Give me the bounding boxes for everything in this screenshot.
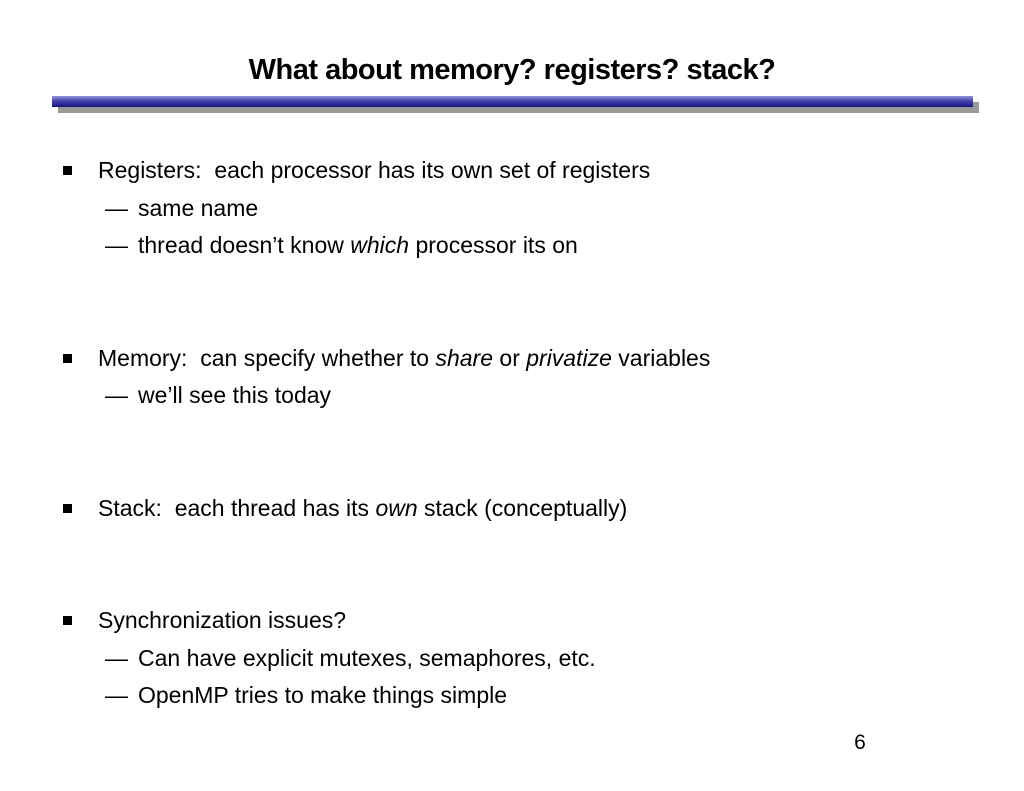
text-segment: Stack: each thread has its <box>98 494 376 521</box>
title-divider-bar <box>52 96 973 107</box>
sub-bullet-item: — same name <box>62 190 974 228</box>
text-segment: we’ll see this today <box>138 382 332 408</box>
emphasized-text: privatize <box>526 344 612 371</box>
bullet-square-icon <box>63 616 72 625</box>
sub-bullet-item: — OpenMP tries to make things simple <box>62 677 974 715</box>
bullet-item: Registers: each processor has its own se… <box>62 152 974 190</box>
sub-bullet-item: — thread doesn’t know which processor its… <box>62 227 974 265</box>
slide-title: What about memory? registers? stack? <box>248 54 776 86</box>
sub-bullet-item: — we’ll see this today <box>62 377 974 415</box>
bullet-item: Synchronization issues? <box>62 602 974 640</box>
bullet-group: Synchronization issues? — Can have explici… <box>62 602 974 715</box>
dash-icon: — <box>105 382 128 408</box>
text-segment: same name <box>138 194 259 221</box>
text-segment: thread doesn’t know <box>138 232 351 258</box>
text-segment: variables <box>611 344 711 371</box>
bullet-item: Memory: can specify whether to share or … <box>62 340 974 378</box>
emphasized-text: which <box>350 232 410 258</box>
dash-icon: — <box>105 232 128 258</box>
emphasized-text: own <box>375 494 418 521</box>
text-segment: OpenMP tries to make things simple <box>138 682 508 708</box>
bullet-group: Registers: each processor has its own se… <box>62 152 974 265</box>
bullet-item: Stack: each thread has its own stack (co… <box>62 490 974 528</box>
text-segment: Memory: can specify whether to <box>98 344 436 371</box>
text-segment: processor its on <box>409 232 578 258</box>
bullet-square-icon <box>63 353 72 363</box>
text-segment: Registers: each processor has its own se… <box>98 157 651 183</box>
text-segment: Can have explicit mutexes, semaphores, e… <box>138 644 596 671</box>
text-segment: Synchronization issues? <box>98 607 347 633</box>
bullet-group: Stack: each thread has its own stack (co… <box>62 490 974 528</box>
dash-icon: — <box>105 194 128 221</box>
sub-bullet-item: — Can have explicit mutexes, semaphores, … <box>62 640 974 678</box>
text-segment: stack (conceptually) <box>417 494 628 521</box>
bullet-group: Memory: can specify whether to share or … <box>62 340 974 415</box>
bullet-square-icon <box>63 166 72 175</box>
text-segment: or <box>493 344 527 371</box>
dash-icon: — <box>105 644 128 671</box>
bullet-list: Registers: each processor has its own se… <box>62 152 974 715</box>
dash-icon: — <box>105 682 128 708</box>
emphasized-text: share <box>435 344 494 371</box>
page-number: 6 <box>854 731 866 754</box>
bullet-square-icon <box>63 503 72 513</box>
